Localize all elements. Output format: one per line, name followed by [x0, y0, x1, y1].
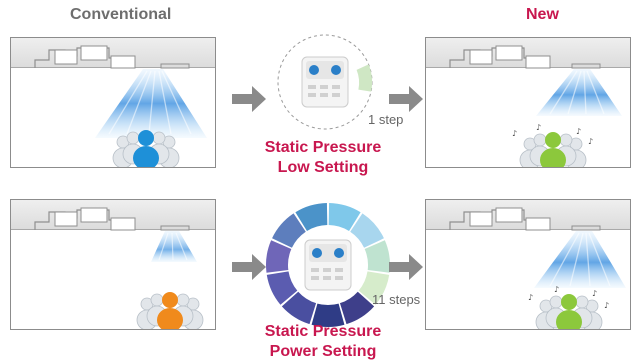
caption-power-line1: Static Pressure: [264, 323, 382, 340]
ring-segments: [266, 203, 390, 327]
airflow-optimal-icon: [536, 69, 622, 116]
svg-text:♪: ♪: [588, 137, 593, 146]
person-group-icon: ♪ ♪ ♪ ♪: [528, 286, 609, 329]
ring-step-segment: [328, 203, 361, 231]
svg-text:♪: ♪: [592, 289, 597, 298]
controller-dial-low: [277, 34, 373, 130]
svg-text:♪: ♪: [536, 124, 541, 132]
ring-step-segment: [311, 303, 345, 327]
new-room-power: ♪ ♪ ♪ ♪: [425, 199, 631, 330]
airflow-optimal-icon: [534, 231, 626, 288]
ring-step-segment: [266, 240, 292, 273]
person-group-icon: [136, 292, 204, 329]
heading-conventional: Conventional: [70, 6, 172, 23]
svg-text:♪: ♪: [528, 293, 533, 302]
ceiling-unit-icon: [34, 45, 190, 69]
controller-dial-power: [266, 203, 390, 327]
ring-step-segment: [364, 240, 390, 273]
airflow-strong-icon: [95, 69, 207, 138]
steps-label-power: 11 steps: [372, 292, 421, 307]
caption-power: Static Pressure Power Setting: [248, 322, 398, 361]
caption-low-line1: Static Pressure: [264, 139, 382, 156]
ring-step-segment: [358, 271, 390, 305]
ceiling-unit-icon: [34, 207, 190, 231]
arrow-right-icon: [232, 254, 266, 280]
person-group-icon: ♪ ♪ ♪ ♪: [512, 124, 593, 167]
arrow-right-icon: [389, 254, 423, 280]
ring-step-segment: [295, 203, 328, 231]
conventional-room-low: [10, 37, 216, 168]
ring-step-segment: [350, 213, 384, 248]
new-room-low: ♪ ♪ ♪ ♪: [425, 37, 631, 168]
ceiling-unit-icon: [449, 45, 601, 69]
svg-text:♪: ♪: [512, 129, 517, 138]
svg-text:♪: ♪: [604, 301, 609, 310]
arrow-right-icon: [232, 86, 266, 112]
caption-low-line2: Low Setting: [277, 159, 369, 176]
caption-power-line2: Power Setting: [269, 343, 377, 360]
svg-text:♪: ♪: [576, 127, 581, 136]
arrow-right-icon: [389, 86, 423, 112]
caption-low: Static Pressure Low Setting: [248, 138, 398, 178]
person-group-icon: [112, 130, 180, 167]
ring-step-segment: [281, 291, 317, 325]
heading-new: New: [526, 6, 559, 23]
svg-text:♪: ♪: [554, 286, 559, 294]
ring-step-segment: [266, 271, 298, 305]
ceiling-unit-icon: [449, 207, 601, 231]
ring-step-segment: [339, 291, 375, 325]
ring-step-segment: [272, 213, 306, 248]
airflow-weak-icon: [151, 231, 197, 262]
steps-label-low: 1 step: [368, 112, 404, 127]
conventional-room-power: [10, 199, 216, 330]
